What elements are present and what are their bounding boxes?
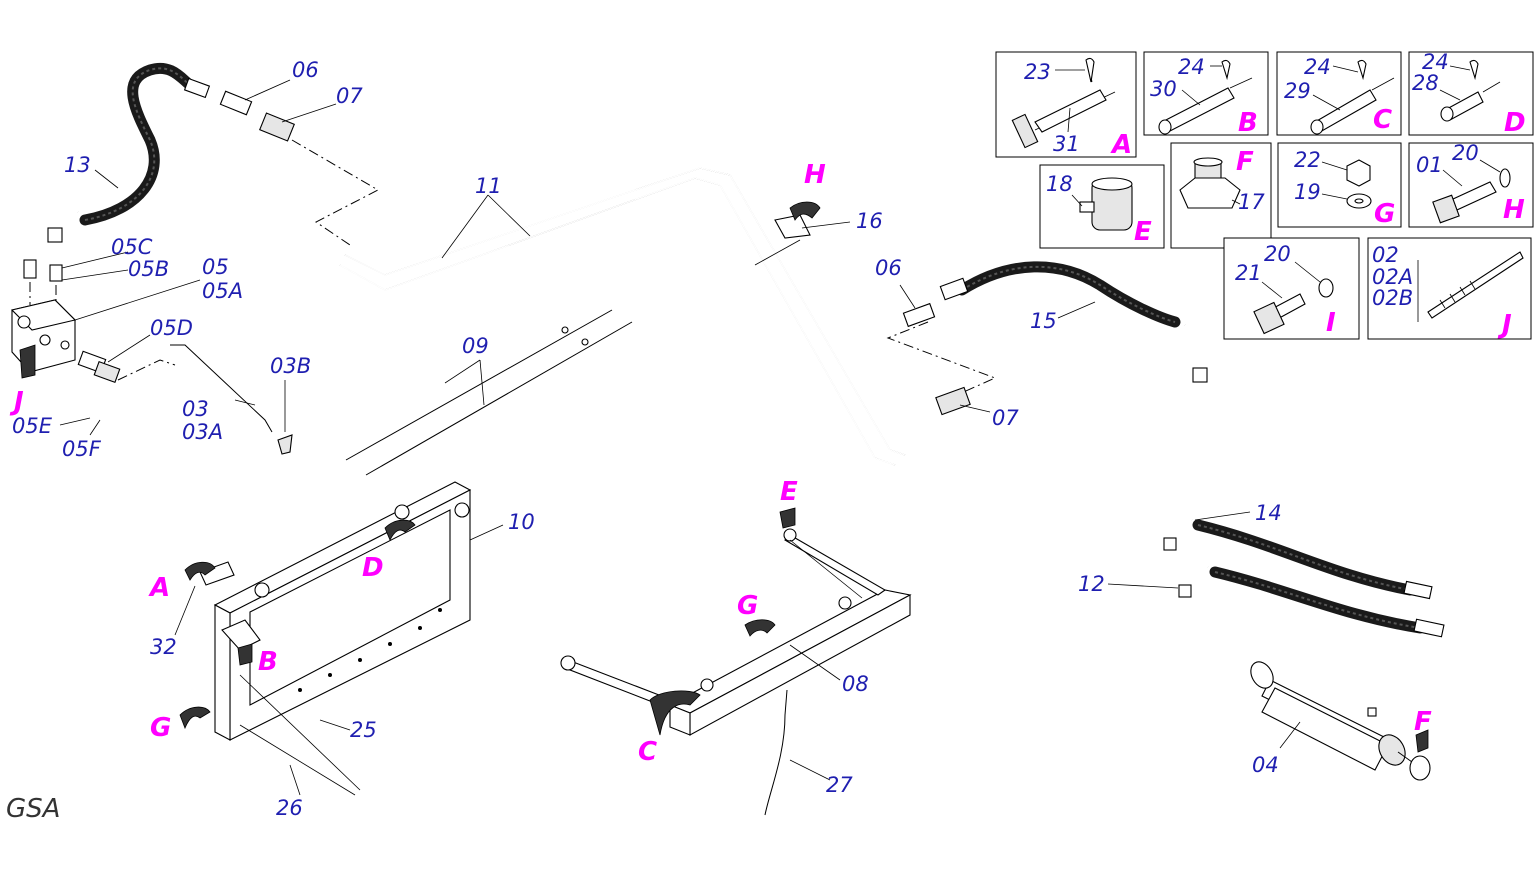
ref-f-box: F xyxy=(1236,147,1254,177)
label-29: 29 xyxy=(1284,79,1311,103)
label-16: 16 xyxy=(856,209,883,233)
detail-box-d xyxy=(1408,51,1534,136)
label-17: 17 xyxy=(1238,190,1265,214)
ref-arrows xyxy=(19,201,1429,753)
label-22: 22 xyxy=(1294,148,1321,172)
label-02a: 02A xyxy=(1372,265,1413,289)
label-05a: 05A xyxy=(202,279,243,303)
label-30: 30 xyxy=(1150,77,1177,101)
ref-e-arm: E xyxy=(780,477,798,507)
label-23: 23 xyxy=(1024,60,1051,84)
label-08: 08 xyxy=(842,672,869,696)
label-18: 18 xyxy=(1046,172,1073,196)
ref-c-box: C xyxy=(1373,105,1392,135)
detail-box-j xyxy=(1367,237,1532,340)
ref-d-box: D xyxy=(1504,108,1526,138)
detail-box-c xyxy=(1276,51,1402,136)
frame-10 xyxy=(174,481,504,796)
label-05b: 05B xyxy=(128,257,169,281)
footer-code: GSA xyxy=(6,794,60,824)
detail-box-f xyxy=(1170,142,1272,249)
label-03b: 03B xyxy=(270,354,311,378)
pipe-16-h xyxy=(774,214,851,239)
label-05c: 05C xyxy=(111,235,153,259)
detail-box-h xyxy=(1408,142,1534,228)
ref-h-pipe: H xyxy=(804,160,826,190)
label-31: 31 xyxy=(1053,132,1080,156)
label-20-h: 20 xyxy=(1452,141,1479,165)
hoses-12-14 xyxy=(1107,511,1445,638)
label-19: 19 xyxy=(1294,180,1321,204)
label-05f: 05F xyxy=(62,437,102,461)
ref-f-cyl: F xyxy=(1414,707,1432,737)
hose-15 xyxy=(886,261,1208,416)
label-07-upper: 07 xyxy=(336,84,363,108)
label-13: 13 xyxy=(64,153,91,177)
cylinder-04 xyxy=(1250,661,1431,781)
label-10: 10 xyxy=(508,510,535,534)
label-03a: 03A xyxy=(182,420,223,444)
ref-b-frame: B xyxy=(258,647,278,677)
label-25: 25 xyxy=(350,718,377,742)
label-15: 15 xyxy=(1030,309,1057,333)
label-12: 12 xyxy=(1078,572,1105,596)
detail-box-i xyxy=(1223,237,1360,340)
label-02: 02 xyxy=(1372,243,1399,267)
ref-i-box: I xyxy=(1326,308,1336,338)
label-20-i: 20 xyxy=(1264,242,1291,266)
valve-block-05 xyxy=(10,251,293,455)
ref-j-valve: J xyxy=(9,387,24,417)
ref-g-frame: G xyxy=(150,713,171,743)
detail-box-b xyxy=(1143,51,1269,136)
rods-09 xyxy=(345,309,633,476)
pipes-11 xyxy=(339,167,906,466)
ref-a-box: A xyxy=(1110,130,1132,160)
ref-e-box: E xyxy=(1134,217,1152,247)
label-06-upper: 06 xyxy=(292,58,319,82)
label-21: 21 xyxy=(1235,261,1262,285)
label-01: 01 xyxy=(1416,153,1443,177)
label-05d: 05D xyxy=(150,316,193,340)
label-03: 03 xyxy=(182,397,209,421)
part-labels: 06 07 13 05C 05B 05 05A 05D 03B 03 03A 0… xyxy=(12,50,1479,820)
label-26: 26 xyxy=(276,796,303,820)
label-32: 32 xyxy=(150,635,177,659)
label-05e: 05E xyxy=(12,414,53,438)
label-24-b: 24 xyxy=(1178,55,1205,79)
label-24-d: 24 xyxy=(1422,50,1449,74)
label-09: 09 xyxy=(462,334,489,358)
hose-13 xyxy=(47,62,211,243)
detail-box-a xyxy=(995,51,1137,158)
fittings-06-07-upper xyxy=(219,79,380,246)
label-07-right: 07 xyxy=(992,406,1019,430)
ref-g-arm: G xyxy=(737,591,758,621)
label-27: 27 xyxy=(826,773,853,797)
label-05: 05 xyxy=(202,255,229,279)
label-11: 11 xyxy=(475,174,502,198)
label-24-c: 24 xyxy=(1304,55,1331,79)
label-06-right: 06 xyxy=(875,256,902,280)
detail-box-e xyxy=(1039,164,1165,249)
ref-g-box: G xyxy=(1374,199,1395,229)
ref-d-frame: D xyxy=(362,553,384,583)
arm-08 xyxy=(560,528,912,816)
ref-a-frame: A xyxy=(148,573,170,603)
label-02b: 02B xyxy=(1372,286,1413,310)
ref-h-box: H xyxy=(1503,195,1525,225)
label-04: 04 xyxy=(1252,753,1279,777)
ref-b-box: B xyxy=(1238,108,1258,138)
label-28: 28 xyxy=(1412,71,1439,95)
detail-box-g xyxy=(1277,142,1402,228)
label-14: 14 xyxy=(1255,501,1282,525)
ref-c-arm: C xyxy=(638,737,657,767)
